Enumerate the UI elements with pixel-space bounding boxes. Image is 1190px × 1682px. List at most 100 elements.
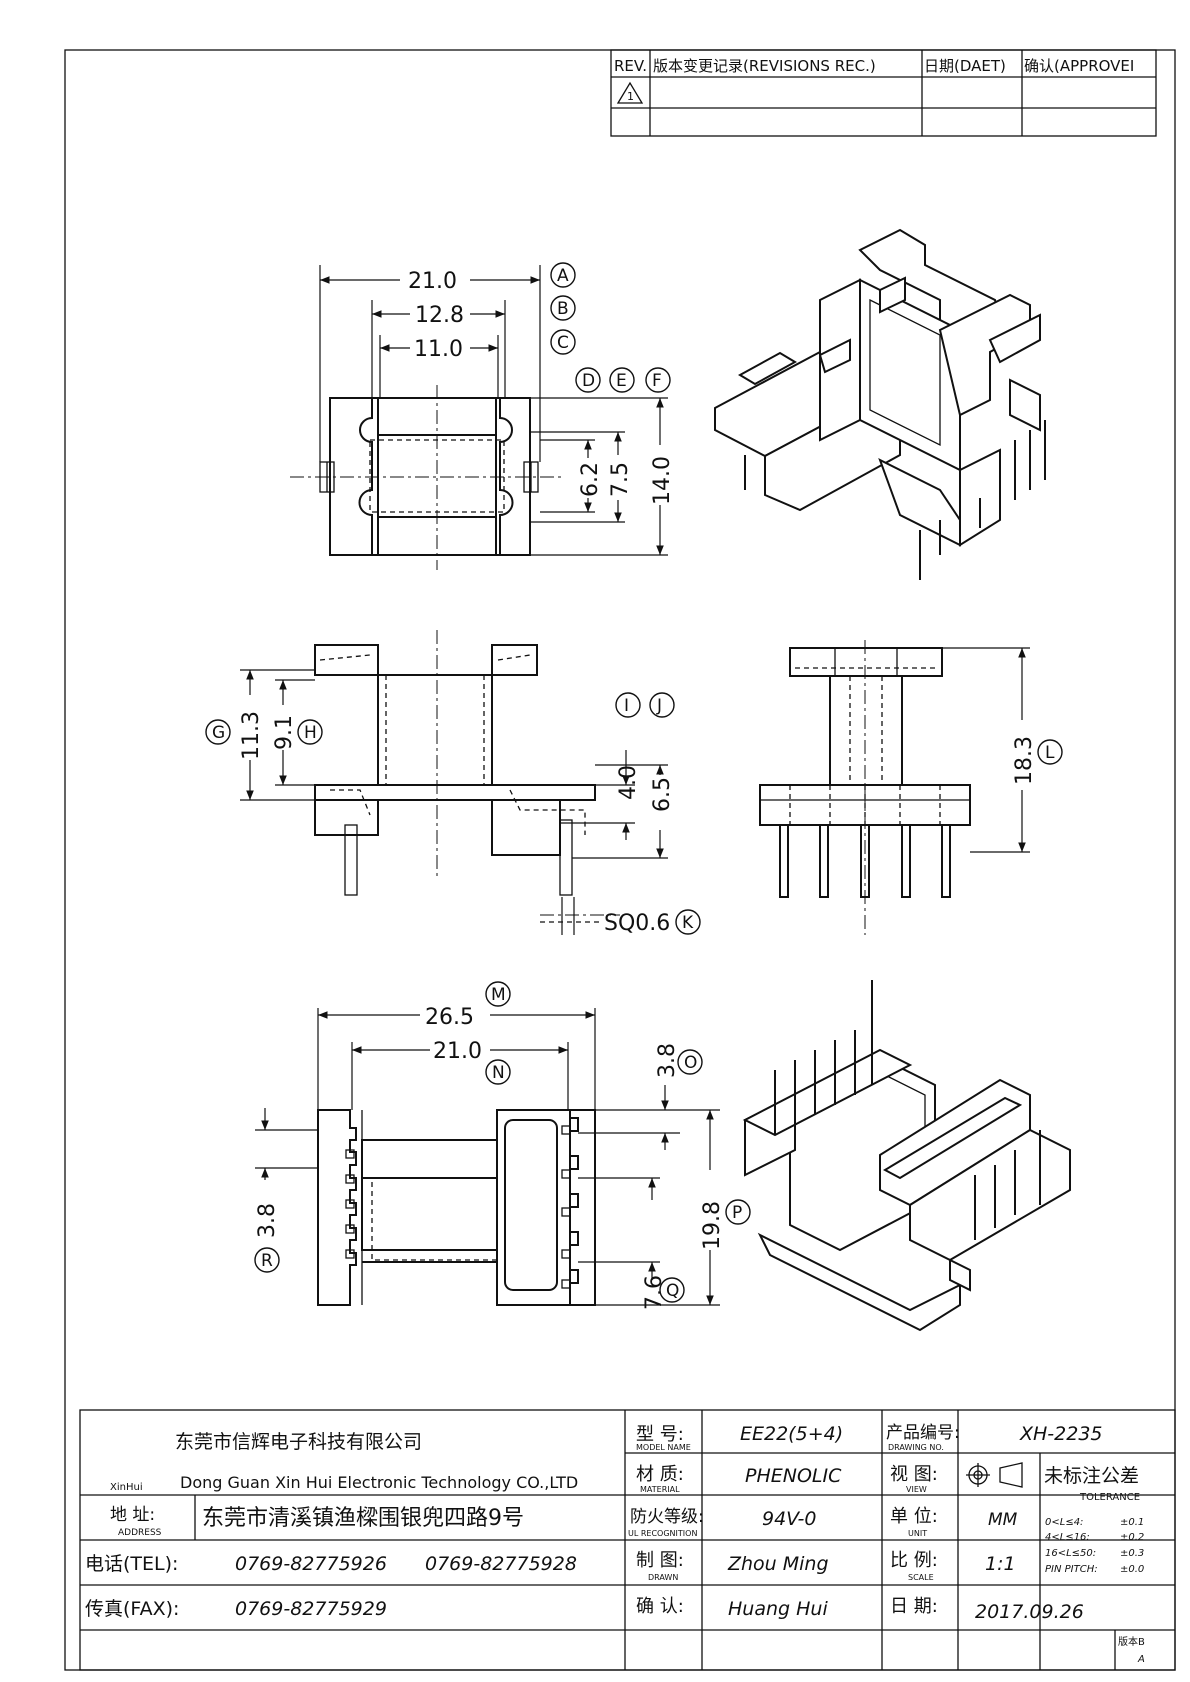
svg-text:R: R: [261, 1251, 273, 1271]
dim-d-value: 6.2: [578, 462, 603, 497]
revision-table: REV. 版本变更记录(REVISIONS REC.) 日期(DAET) 确认(…: [610, 49, 1157, 137]
confirm-label: 确 认:: [636, 1596, 684, 1617]
tolerance-title: 未标注公差: [1044, 1465, 1139, 1487]
svg-text:A: A: [557, 266, 569, 286]
svg-text:K: K: [682, 913, 694, 933]
svg-text:N: N: [492, 1063, 505, 1083]
version-value: A: [1137, 1654, 1145, 1665]
view-label-en: VIEW: [906, 1485, 927, 1494]
svg-text:F: F: [652, 371, 662, 391]
fire-rating-label: 防火等级:: [630, 1507, 704, 1527]
svg-text:D: D: [582, 371, 595, 391]
label-h-bubble: H: [297, 719, 323, 745]
material-label: 材 质:: [636, 1464, 684, 1485]
model-value: EE22(5+4): [740, 1423, 843, 1445]
scale-label-en: SCALE: [908, 1573, 934, 1582]
rev-header: REV.: [614, 57, 647, 75]
address-label: 地 址:: [110, 1505, 155, 1525]
label-j-bubble: J: [649, 692, 675, 718]
unit-label: 单 位:: [890, 1506, 938, 1527]
tolerance-value: ±0.2: [1120, 1532, 1144, 1543]
top-view: 21.0 12.8 11.0 6.2 7.5 14.0 A B C: [290, 262, 675, 570]
dim-i-value: 4.0: [616, 765, 641, 800]
company-name-en: Dong Guan Xin Hui Electronic Technology …: [180, 1473, 578, 1492]
label-d-bubble: D: [575, 367, 601, 393]
label-p-bubble: P: [725, 1199, 751, 1225]
label-b-bubble: B: [550, 295, 576, 321]
drawing-border: [64, 49, 1176, 1671]
svg-text:G: G: [212, 723, 225, 743]
drawn-value: Zhou Ming: [727, 1553, 829, 1575]
model-label: 型 号:: [636, 1424, 684, 1445]
front-view: 11.3 9.1 4.0 6.5 SQ0.6 G H I J K: [205, 630, 701, 936]
dim-b-value: 12.8: [415, 303, 464, 328]
label-k-bubble: K: [675, 909, 701, 935]
svg-text:I: I: [624, 696, 629, 716]
dim-n-value: 21.0: [433, 1039, 482, 1064]
scale-label: 比 例:: [890, 1550, 938, 1571]
title-block: 东莞市信辉电子科技有限公司 XinHui Dong Guan Xin Hui E…: [79, 1409, 1176, 1671]
confirm-value: Huang Hui: [728, 1598, 828, 1620]
drawing-number-label-en: DRAWING NO.: [888, 1443, 944, 1452]
dim-f-value: 14.0: [650, 456, 675, 505]
label-c-bubble: C: [550, 329, 576, 355]
drawn-label-en: DRAWN: [648, 1573, 678, 1582]
tolerance-title-en: TOLERANCE: [1079, 1492, 1140, 1503]
tel-label: 电话(TEL):: [85, 1553, 178, 1575]
fax-value: 0769-82775929: [235, 1598, 387, 1620]
dim-j-value: 6.5: [650, 777, 675, 812]
tolerance-range: PIN PITCH:: [1045, 1564, 1098, 1575]
label-e-bubble: E: [609, 367, 635, 393]
tel-value-2: 0769-82775928: [425, 1553, 577, 1575]
tolerance-range: 0<L≤4:: [1045, 1517, 1083, 1528]
version-label: 版本B: [1118, 1635, 1145, 1648]
dim-a-value: 21.0: [408, 269, 457, 294]
dim-r-value: 3.8: [255, 1203, 280, 1238]
material-value: PHENOLIC: [745, 1465, 842, 1487]
dim-k-value: SQ0.6: [604, 911, 670, 936]
revision-approve-header: 确认(APPROVEI: [1024, 57, 1134, 75]
dim-e-value: 7.5: [608, 462, 633, 497]
svg-text:J: J: [656, 696, 662, 716]
tolerance-value: ±0.3: [1120, 1548, 1144, 1559]
label-f-bubble: F: [645, 367, 671, 393]
revision-triangle-icon: 1: [616, 81, 644, 104]
unit-value: MM: [988, 1510, 1018, 1530]
svg-text:E: E: [616, 371, 627, 391]
date-label: 日 期:: [890, 1596, 938, 1617]
svg-text:H: H: [304, 723, 317, 743]
dim-m-value: 26.5: [425, 1005, 474, 1030]
material-label-en: MATERIAL: [640, 1485, 680, 1494]
tolerance-range: 16<L≤50:: [1045, 1548, 1096, 1559]
fax-label: 传真(FAX):: [85, 1598, 179, 1620]
tolerance-value: ±0.1: [1120, 1517, 1144, 1528]
unit-label-en: UNIT: [908, 1529, 927, 1538]
dim-o-value: 3.8: [655, 1043, 680, 1078]
dim-g-value: 11.3: [239, 711, 264, 760]
label-m-bubble: M: [485, 981, 511, 1007]
projection-symbol-icon: [966, 1462, 1023, 1488]
revision-date-header: 日期(DAET): [924, 57, 1006, 75]
label-g-bubble: G: [205, 719, 231, 745]
svg-text:O: O: [684, 1053, 697, 1073]
tolerance-range: 4<L≤16:: [1045, 1532, 1090, 1543]
date-value: 2017.09.26: [975, 1601, 1084, 1623]
label-i-bubble: I: [615, 692, 641, 718]
view-label: 视 图:: [890, 1464, 938, 1485]
svg-text:M: M: [491, 985, 506, 1005]
revision-record-header: 版本变更记录(REVISIONS REC.): [653, 57, 876, 75]
tolerance-table: 0<L≤4: ±0.1 4<L≤16: ±0.2 16<L≤50: ±0.3 P…: [1045, 1517, 1144, 1575]
fire-rating-value: 94V-0: [762, 1508, 816, 1530]
dim-l-value: 18.3: [1012, 736, 1037, 785]
tel-value-1: 0769-82775926: [235, 1553, 387, 1575]
address-value: 东莞市清溪镇渔樑围银兜四路9号: [202, 1506, 524, 1531]
tolerance-value: ±0.0: [1120, 1564, 1144, 1575]
company-name-cn: 东莞市信辉电子科技有限公司: [175, 1431, 422, 1453]
svg-text:B: B: [557, 299, 569, 319]
address-label-en: ADDRESS: [118, 1528, 162, 1538]
label-n-bubble: N: [485, 1059, 511, 1085]
svg-text:Q: Q: [666, 1281, 679, 1301]
drawing-number-value: XH-2235: [1019, 1423, 1103, 1445]
label-q-bubble: Q: [659, 1277, 685, 1303]
